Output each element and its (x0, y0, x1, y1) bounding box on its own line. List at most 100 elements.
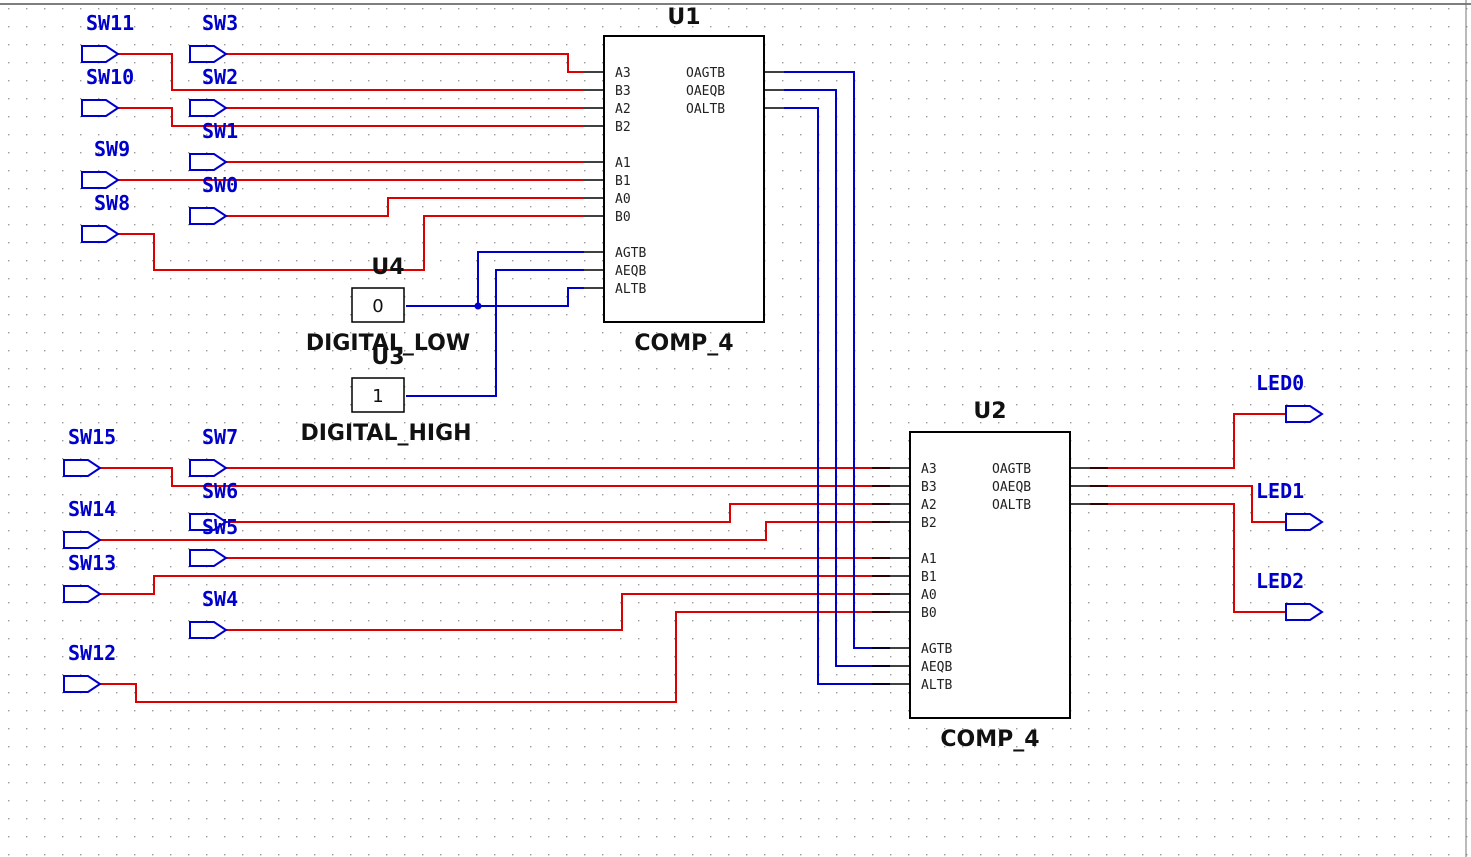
u2-pin-oagtb: OAGTB (992, 462, 1031, 477)
led0-port[interactable] (1285, 405, 1324, 423)
u2-body[interactable] (909, 431, 1071, 719)
sw8-port[interactable] (81, 225, 120, 243)
sw4-port[interactable] (189, 621, 228, 639)
wire-sw15-b3 (100, 467, 890, 487)
sw2-port[interactable] (189, 99, 228, 117)
u2-pin-a3: A3 (921, 462, 937, 477)
u1-pin-b3: B3 (615, 84, 631, 99)
u4-part: DIGITAL_LOW (306, 331, 470, 356)
sw12-port[interactable] (63, 675, 102, 693)
u1-pin-b0: B0 (615, 210, 631, 225)
sw13-port[interactable] (63, 585, 102, 603)
wire-sw12-b0 (100, 611, 890, 703)
sw5-label: SW5 (202, 515, 238, 539)
u1-pin-b1: B1 (615, 174, 631, 189)
u2-ref: U2 (973, 399, 1006, 424)
sw0-port[interactable] (189, 207, 228, 225)
u2-pin-b3: B3 (921, 480, 937, 495)
u2-pin-a0: A0 (921, 588, 937, 603)
u2-pin-b2: B2 (921, 516, 937, 531)
sw11-port[interactable] (81, 45, 120, 63)
u2-pin-b0: B0 (921, 606, 937, 621)
sw1-label: SW1 (202, 119, 238, 143)
wire-sw10-b2 (118, 107, 584, 127)
u2-pin-b1: B1 (921, 570, 937, 585)
sw0-label: SW0 (202, 173, 238, 197)
led2-label: LED2 (1256, 569, 1304, 593)
sw13-label: SW13 (68, 551, 116, 575)
sw15-port[interactable] (63, 459, 102, 477)
u1-pin-a3: A3 (615, 66, 631, 81)
sw5-port[interactable] (189, 549, 228, 567)
wire-led1 (1090, 485, 1286, 523)
wire-led0 (1090, 413, 1286, 469)
sw10-label: SW10 (86, 65, 134, 89)
u2-pin-oaeqb: OAEQB (992, 480, 1031, 495)
wire-high-aeqb (406, 269, 584, 397)
u1-pin-oaeqb: OAEQB (686, 84, 725, 99)
junction-dot (474, 302, 482, 310)
wire-sw11-b3 (118, 53, 584, 91)
port-labels: SW11 SW3 SW10 SW2 SW1 SW9 SW0 SW8 SW15 S… (68, 11, 1304, 665)
u4-digital-low[interactable]: 0 U4 DIGITAL_LOW (306, 255, 470, 356)
u1-pin-altb: ALTB (615, 282, 646, 297)
u1-ref: U1 (667, 5, 700, 30)
wire-sw14-b2 (100, 521, 890, 541)
u2-pin-agtb: AGTB (921, 642, 952, 657)
u1-pin-a1: A1 (615, 156, 631, 171)
sw9-port[interactable] (81, 171, 120, 189)
wire-low-agtb (477, 251, 584, 306)
sw9-label: SW9 (94, 137, 130, 161)
u1-pin-b2: B2 (615, 120, 631, 135)
sw10-port[interactable] (81, 99, 120, 117)
led2-port[interactable] (1285, 603, 1324, 621)
sw7-label: SW7 (202, 425, 238, 449)
u2-pin-aeqb: AEQB (921, 660, 952, 675)
led-ports (1285, 405, 1324, 621)
u1-pin-aeqb: AEQB (615, 264, 646, 279)
led1-label: LED1 (1256, 479, 1304, 503)
switch-ports (63, 45, 228, 693)
wire-sw0-a0 (226, 197, 584, 217)
sw6-label: SW6 (202, 479, 238, 503)
sw6-port[interactable] (189, 513, 228, 531)
wire-sw8-b0 (118, 215, 584, 271)
led1-port[interactable] (1285, 513, 1324, 531)
sw8-label: SW8 (94, 191, 130, 215)
sw7-port[interactable] (189, 459, 228, 477)
led0-label: LED0 (1256, 371, 1304, 395)
sw1-port[interactable] (189, 153, 228, 171)
wire-sw6-a2 (226, 503, 890, 523)
sw11-label: SW11 (86, 11, 134, 35)
wire-u1-oaeqb-u2-aeqb (784, 89, 890, 667)
sw15-label: SW15 (68, 425, 116, 449)
wire-sw3-a3 (226, 53, 584, 73)
red-wires (100, 53, 1286, 703)
u2-pin-a1: A1 (921, 552, 937, 567)
u3-digital-high[interactable]: 1 U3 DIGITAL_HIGH (300, 345, 471, 446)
sw3-label: SW3 (202, 11, 238, 35)
pin-stubs (584, 71, 1108, 685)
sw3-port[interactable] (189, 45, 228, 63)
wire-low-altb (406, 287, 584, 307)
sw4-label: SW4 (202, 587, 238, 611)
u1-pin-a0: A0 (615, 192, 631, 207)
wire-sw4-a0 (226, 593, 890, 631)
u4-body[interactable] (351, 287, 405, 323)
u2-part: COMP_4 (940, 727, 1039, 752)
u2-pin-oaltb: OALTB (992, 498, 1031, 513)
sw2-label: SW2 (202, 65, 238, 89)
sw12-label: SW12 (68, 641, 116, 665)
u1-body[interactable] (603, 35, 765, 323)
sw14-port[interactable] (63, 531, 102, 549)
u4-value: 0 (372, 296, 383, 317)
sw14-label: SW14 (68, 497, 116, 521)
u1-pin-oagtb: OAGTB (686, 66, 725, 81)
u2-pin-a2: A2 (921, 498, 937, 513)
u4-ref: U4 (371, 255, 404, 280)
u3-part: DIGITAL_HIGH (300, 421, 471, 446)
u3-body[interactable] (351, 377, 405, 413)
